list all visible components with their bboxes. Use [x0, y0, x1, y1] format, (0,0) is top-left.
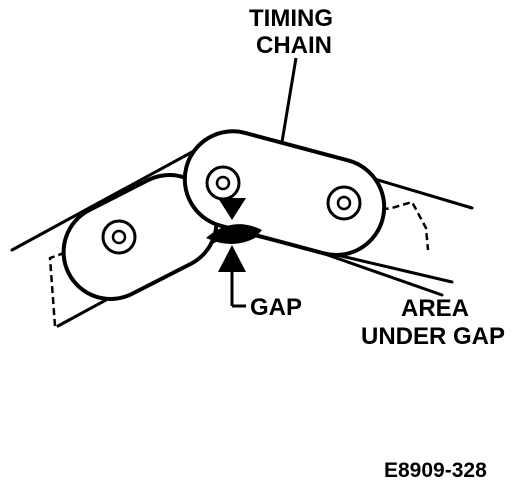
area-under-gap-label-line2: UNDER GAP — [361, 323, 505, 350]
chain-link-right — [182, 129, 387, 257]
gap-area-fill — [206, 224, 262, 244]
gap-marker-bottom-icon — [218, 245, 246, 272]
pin-left — [101, 219, 137, 255]
area-under-gap-label-line1: AREA — [401, 295, 469, 322]
chain-pins — [101, 165, 362, 255]
gap-label: GAP — [250, 294, 302, 321]
timing-chain-label-line2: CHAIN — [256, 32, 332, 59]
figure-id: E8909-328 — [384, 459, 487, 482]
gap-marker-top-icon — [218, 198, 246, 220]
pin-right — [326, 185, 362, 221]
chain-links — [61, 129, 387, 301]
chain-upper-left-line — [10, 143, 207, 252]
timing-chain-label-line1: TIMING — [249, 5, 333, 32]
pin-center — [205, 165, 241, 201]
timing-chain-leader-line — [280, 57, 298, 143]
